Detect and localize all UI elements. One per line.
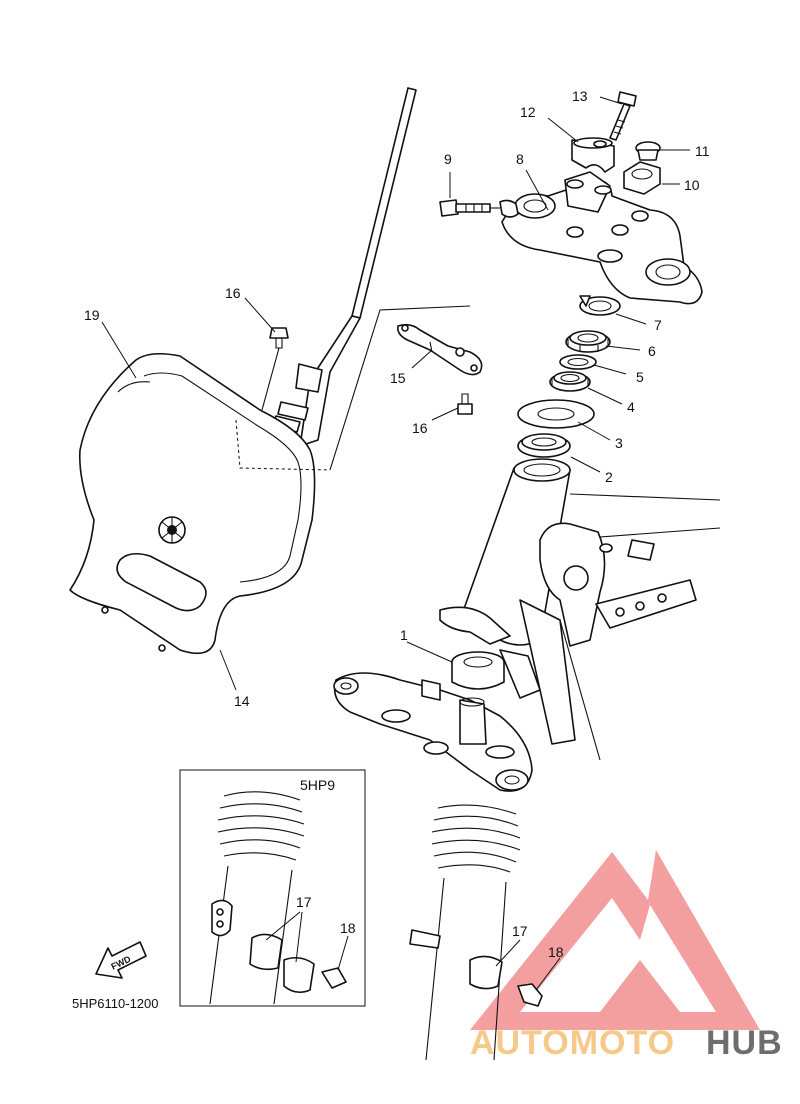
inset-5hp9	[179, 769, 366, 1007]
frame-downtube	[519, 599, 576, 745]
inset-fork-lug	[211, 899, 233, 937]
callout-14: 14	[234, 693, 250, 709]
callout-11: 11	[695, 143, 710, 159]
drawing-code: 5HP6110-1200	[72, 996, 159, 1011]
cover-3	[517, 399, 595, 429]
number-plate-slot	[116, 552, 207, 612]
bolt-9	[439, 199, 519, 218]
number-plate-rim	[143, 372, 302, 583]
callout-18: 18	[548, 944, 564, 960]
handlebar-holder-12	[571, 137, 615, 173]
callout-12: 12	[520, 104, 536, 120]
lock-washer-7	[579, 295, 621, 316]
bearing-1	[451, 651, 505, 690]
callout-15: 15	[390, 370, 406, 386]
watermark-triangle-icon	[470, 850, 760, 1030]
inset-screw-18	[321, 967, 347, 989]
watermark-text: AUTOMOTO HUB	[470, 1024, 783, 1062]
handlebar-tube	[351, 87, 417, 319]
number-plate-assembly	[69, 87, 471, 655]
inset-label: 5HP9	[300, 777, 335, 793]
nut-10	[623, 161, 661, 195]
inset-clamp-17a	[249, 933, 283, 971]
watermark-text-part1: AUTOMOTO	[470, 1024, 675, 1062]
callout-17-inset: 17	[296, 894, 312, 910]
callout-17: 17	[512, 923, 528, 939]
cap-11	[635, 141, 661, 161]
callout-10: 10	[684, 177, 700, 193]
lower-bracket	[333, 672, 533, 792]
frame-head-pipe	[439, 458, 721, 761]
callout-6: 6	[648, 343, 656, 359]
watermark-text-part2: HUB	[706, 1024, 783, 1062]
plate-slot-top	[295, 363, 323, 393]
tuning-fork-emblem-icon	[158, 516, 186, 544]
fwd-arrow-icon	[95, 941, 147, 979]
callout-16-lower: 16	[412, 420, 428, 436]
callout-18-inset: 18	[340, 920, 356, 936]
leader-lines	[101, 96, 690, 991]
frame-tube-top	[569, 493, 721, 501]
ring-nut-4	[549, 371, 591, 392]
bearing-2	[517, 433, 571, 458]
front-fork-right	[409, 804, 543, 1061]
callout-1: 1	[400, 627, 408, 643]
watermark-inner-triangle-icon	[600, 960, 680, 1012]
washer-5	[559, 354, 597, 370]
inset-frame	[179, 769, 366, 1007]
callout-13: 13	[572, 88, 588, 104]
screw-16-upper	[261, 327, 289, 411]
callout-7: 7	[654, 317, 662, 333]
assembly-line	[329, 305, 471, 471]
bolt-13	[609, 91, 637, 141]
inset-clamp-17b	[283, 956, 315, 994]
clamp-17	[469, 955, 503, 990]
callout-4: 4	[627, 399, 635, 415]
steering-stem	[459, 699, 487, 745]
callout-9: 9	[444, 151, 452, 167]
screw-16-lower	[457, 393, 473, 415]
callout-3: 3	[615, 435, 623, 451]
hidden-line	[235, 419, 331, 471]
plate-slot-mid	[277, 401, 309, 421]
callout-5: 5	[636, 369, 644, 385]
watermark-logo	[470, 850, 760, 1030]
callout-16-upper: 16	[225, 285, 241, 301]
cable-guide-15	[396, 323, 483, 376]
steering-stop	[439, 606, 511, 645]
upper-bracket	[501, 171, 703, 305]
ring-nut-6	[565, 330, 611, 353]
callouts: 1 2 3 4 5 6 7 8 9 10 11 12 13 14 15 16 1…	[72, 88, 710, 1011]
callout-2: 2	[605, 469, 613, 485]
fork-lug	[409, 929, 441, 949]
callout-8: 8	[516, 151, 524, 167]
callout-19: 19	[84, 307, 100, 323]
